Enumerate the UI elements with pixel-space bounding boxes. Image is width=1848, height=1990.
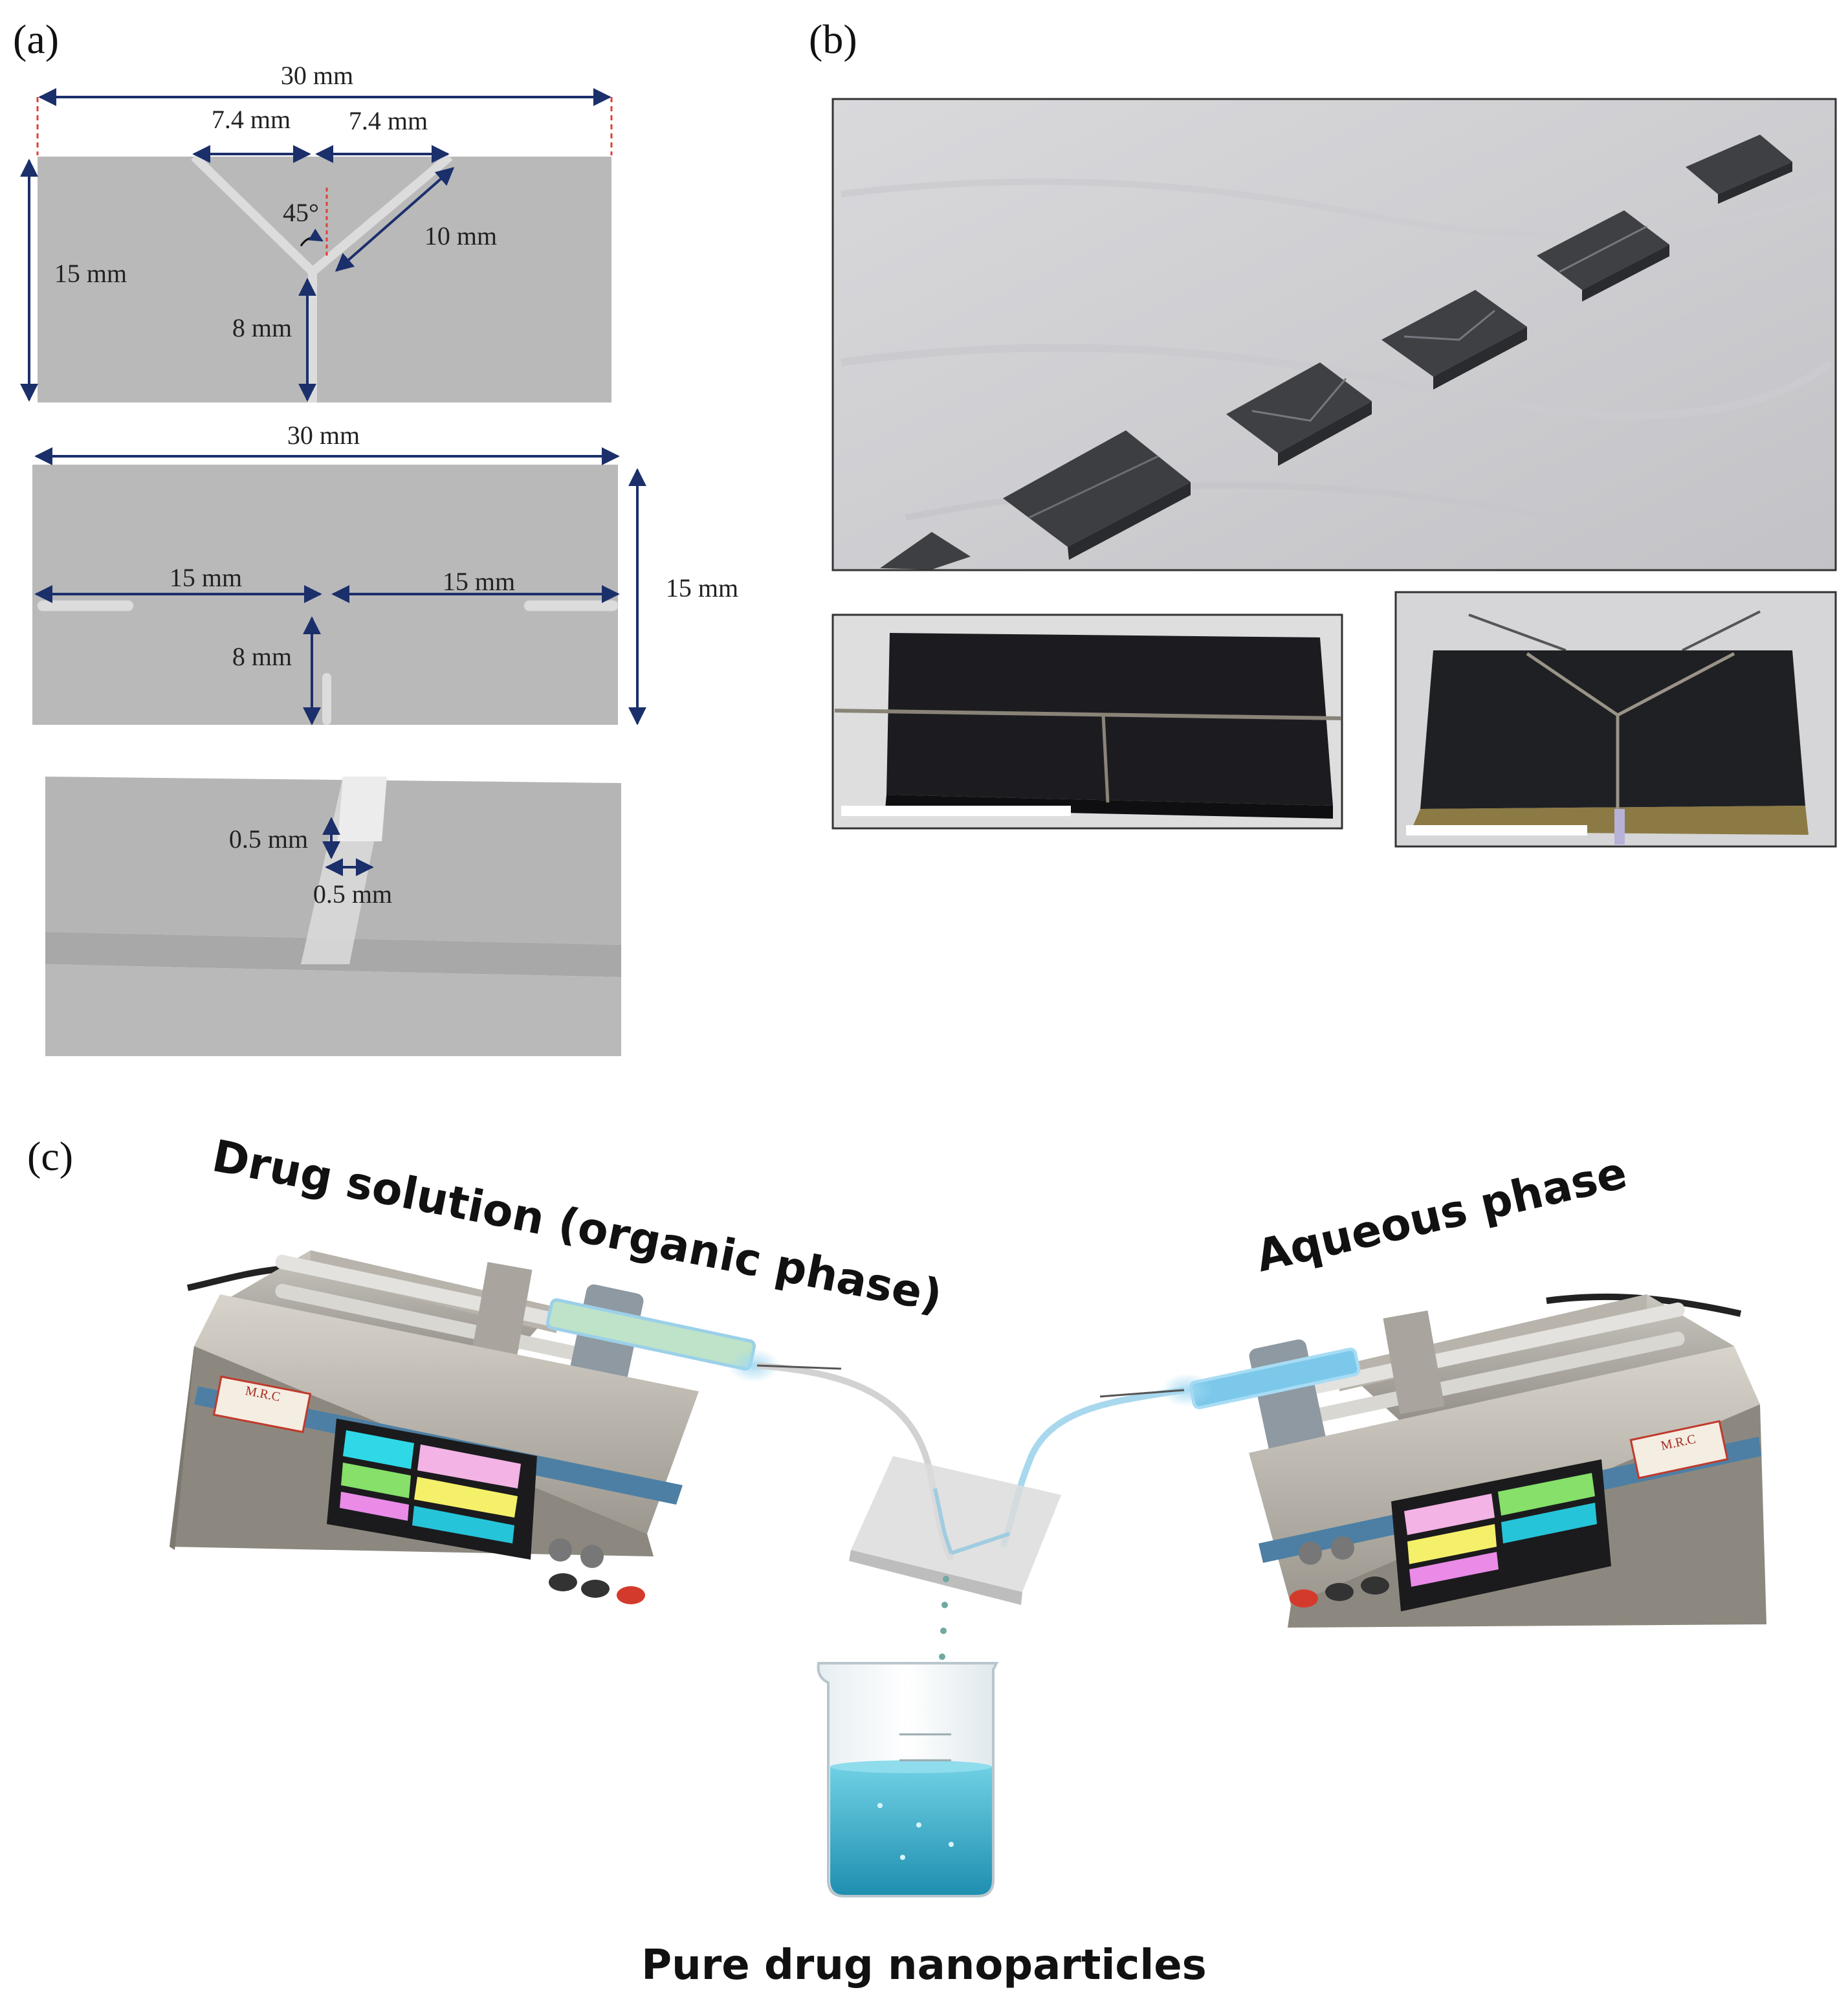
beaker: [817, 1662, 999, 1897]
panel-a-label: (a): [13, 16, 59, 62]
nanoparticles-label: Pure drug nanoparticles: [641, 1941, 1207, 1989]
y-left-arm-label: 7.4 mm: [212, 105, 291, 134]
y-chip-photo: [1394, 591, 1837, 848]
t-outlet-label: 8 mm: [232, 642, 292, 671]
y-design-chip: [20, 88, 613, 403]
left-syringe-pump: M.R.C: [170, 1250, 780, 1604]
aqueous-phase-label: Aqueous phase: [1251, 1147, 1631, 1283]
y-arm-length-label: 10 mm: [424, 221, 497, 250]
scale-bar-t: [841, 806, 1071, 816]
y-height-label: 15 mm: [54, 259, 127, 288]
microfluidic-chip: [849, 1456, 1061, 1605]
y-outlet-label: 8 mm: [232, 313, 292, 342]
t-right-label: 15 mm: [443, 567, 515, 596]
t-left-label: 15 mm: [170, 563, 242, 592]
right-syringe-pump: M.R.C: [1161, 1293, 1766, 1628]
scale-bar-y: [1406, 825, 1587, 835]
t-chip-photo: [831, 614, 1343, 830]
y-width-label: 30 mm: [281, 61, 353, 90]
t-width-label: 30 mm: [287, 421, 360, 450]
y-right-arm-label: 7.4 mm: [349, 106, 428, 135]
t-height-label: 15 mm: [666, 573, 738, 603]
t-design-chip: [32, 447, 646, 725]
channel-width-label: 0.5 mm: [313, 879, 392, 909]
panel-c-label: (c): [27, 1133, 73, 1179]
y-angle-label: 45°: [283, 198, 319, 227]
channel-depth-label: 0.5 mm: [229, 824, 308, 854]
panel-b-label: (b): [809, 16, 857, 62]
fabricated-chips-photo: [831, 98, 1837, 571]
channel-detail-view: [45, 777, 621, 1056]
